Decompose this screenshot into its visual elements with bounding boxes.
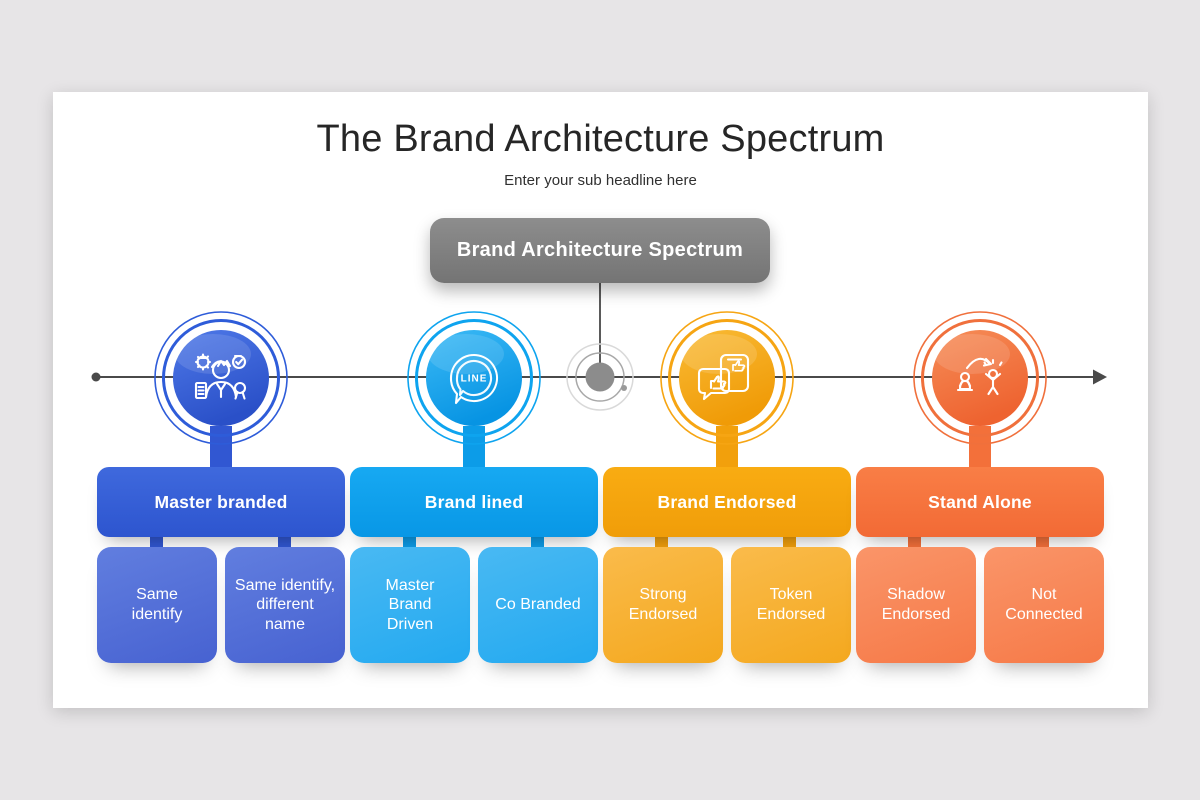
connector-box-to-child <box>1036 533 1049 549</box>
sub-category-box: Master Brand Driven <box>350 547 470 663</box>
sub-category-label: Master Brand Driven <box>385 576 435 633</box>
sub-category-label: Strong Endorsed <box>628 586 698 623</box>
category-box-brand-endorsed: Brand Endorsed <box>603 467 851 537</box>
sub-category-box: Token Endorsed <box>731 547 851 663</box>
timeline-hub <box>566 343 634 411</box>
group-circle-brand-endorsed <box>660 311 794 445</box>
sub-category-box: Shadow Endorsed <box>856 547 976 663</box>
sub-category-label: Not Connected <box>1005 586 1083 623</box>
sub-category-label: Co Branded <box>495 596 581 614</box>
connector-box-to-child <box>403 533 416 549</box>
sub-category-box: Not Connected <box>984 547 1104 663</box>
category-label: Brand Endorsed <box>657 491 797 512</box>
timeline-start-dot <box>91 372 101 382</box>
page-title: The Brand Architecture Spectrum <box>316 118 885 160</box>
line-bubble-icon: LINE <box>449 353 499 405</box>
sub-category-label: Shadow Endorsed <box>881 586 951 623</box>
sub-category-box: Same identify <box>97 547 217 663</box>
sub-category-label: Same identify <box>131 586 183 623</box>
connector-circle-to-box <box>463 426 485 472</box>
category-label: Master branded <box>154 491 288 512</box>
thumbs-endorse-icon <box>697 353 750 401</box>
sub-category-box: Strong Endorsed <box>603 547 723 663</box>
category-label: Stand Alone <box>928 491 1032 512</box>
connector-box-to-child <box>531 533 544 549</box>
brand-person-icon <box>194 353 247 400</box>
group-circle-brand-lined: LINE <box>407 311 541 445</box>
group-circle-master-branded <box>154 311 288 445</box>
page-subtitle: Enter your sub headline here <box>504 172 697 189</box>
category-box-brand-lined: Brand lined <box>350 467 598 537</box>
category-box-stand-alone: Stand Alone <box>856 467 1104 537</box>
connector-box-to-child <box>908 533 921 549</box>
connector-box-to-child <box>783 533 796 549</box>
standalone-person-icon <box>956 357 1003 396</box>
slide-card: The Brand Architecture Spectrum Enter yo… <box>53 92 1148 708</box>
connector-circle-to-box <box>969 426 991 472</box>
sub-category-box: Co Branded <box>478 547 598 663</box>
connector-circle-to-box <box>210 426 232 472</box>
connector-circle-to-box <box>716 426 738 472</box>
line-icon-text: LINE <box>461 374 488 385</box>
group-circle-stand-alone <box>913 311 1047 445</box>
center-label-text: Brand Architecture Spectrum <box>456 239 744 261</box>
category-box-master-branded: Master branded <box>97 467 345 537</box>
center-label: Brand Architecture Spectrum <box>430 218 770 283</box>
connector-box-to-child <box>150 533 163 549</box>
timeline-arrowhead-icon <box>1093 369 1107 385</box>
sub-category-box: Same identify, different name <box>225 547 345 663</box>
center-connector-line <box>599 283 601 378</box>
sub-category-label: Same identify, different name <box>234 576 336 633</box>
connector-box-to-child <box>655 533 668 549</box>
sub-category-label: Token Endorsed <box>756 586 826 623</box>
category-label: Brand lined <box>424 491 524 512</box>
connector-box-to-child <box>278 533 291 549</box>
